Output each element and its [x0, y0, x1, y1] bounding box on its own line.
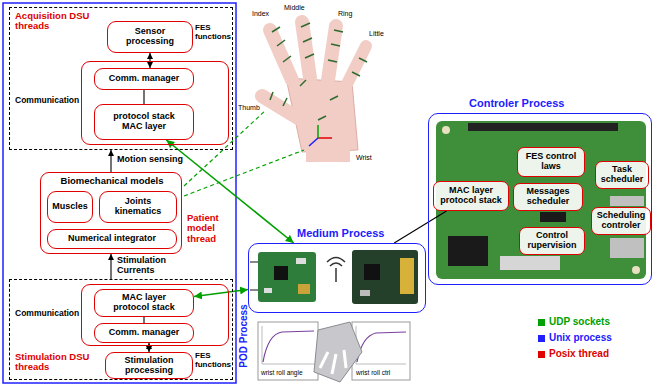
- box-label: Numerical integrator: [68, 234, 156, 244]
- legend-swatch: [538, 335, 545, 342]
- heading-text: Stimulation DSU threads: [15, 352, 99, 373]
- text-area: Control rupervision: [520, 228, 584, 254]
- heading-text: Medium Process: [297, 227, 407, 239]
- group-box: CommunicationMAC layer protocol stackCom…: [81, 284, 229, 346]
- connector-label: Stimulation Currents: [117, 256, 175, 276]
- process-label: POD Process: [238, 296, 252, 376]
- box-label: Stimulation processing: [109, 356, 189, 376]
- controller-photo: [436, 121, 646, 279]
- process-box: Sensor processing: [107, 21, 193, 53]
- process-outline: [3, 3, 236, 383]
- finger-label: Little: [369, 30, 399, 38]
- legend-text: UDP sockets: [549, 316, 649, 327]
- function-label: FES functions: [195, 352, 233, 370]
- box-label: FES control laws: [521, 152, 581, 172]
- text-area: MAC layer protocol stack: [434, 182, 508, 210]
- function-box: Task scheduler: [595, 161, 649, 189]
- box-label: Joints kinematics: [103, 197, 173, 217]
- box-label: protocol stack MAC layer: [108, 112, 180, 132]
- process-region: Medium Process: [248, 243, 426, 313]
- leader-line: [184, 110, 266, 186]
- connector: [394, 211, 446, 243]
- heading-text: Acquisition DSU threads: [15, 11, 99, 32]
- model-box: Biomechanical modelsPatient model thread…: [40, 172, 182, 254]
- function-box: Control rupervision: [519, 227, 585, 255]
- process-box: MAC layer protocol stack: [94, 289, 194, 317]
- box-label: Scheduling controler: [594, 211, 648, 231]
- box-label: Task scheduler: [598, 165, 646, 185]
- heading-text: Communication: [15, 309, 81, 318]
- function-box: Messages scheduler: [513, 183, 583, 211]
- finger-label: Index: [252, 10, 282, 18]
- text-area: Joints kinematics: [100, 192, 176, 222]
- connector-label: Motion sensing: [117, 155, 189, 165]
- box-label: Comm. manager: [109, 74, 180, 84]
- group-box: CommunicationComm. managerprotocol stack…: [81, 61, 229, 145]
- heading-text: Communication: [15, 96, 81, 105]
- connector: [194, 290, 248, 297]
- function-box: FES control laws: [517, 147, 585, 177]
- text-area: Messages scheduler: [514, 184, 582, 210]
- legend-text: Posix thread: [549, 348, 649, 359]
- heading-text: Patient model thread: [187, 213, 235, 244]
- process-box: Numerical integrator: [47, 229, 177, 249]
- function-box: MAC layer protocol stack: [433, 181, 509, 211]
- box-label: Muscles: [52, 202, 88, 212]
- finger-label: Middle: [284, 4, 314, 12]
- box-label: MAC layer protocol stack: [437, 186, 505, 206]
- process-box: Joints kinematics: [99, 191, 177, 223]
- process-box: Muscles: [47, 191, 93, 223]
- connector: [148, 343, 149, 352]
- box-label: MAC layer protocol stack: [108, 293, 180, 313]
- finger-label: Thumb: [238, 104, 268, 112]
- text-area: Numerical integrator: [48, 230, 176, 248]
- box-label: Comm. manager: [109, 328, 180, 338]
- plot-label: wrist roll ctrl: [356, 369, 408, 376]
- text-area: Stimulation processing: [106, 353, 192, 378]
- hand-illustration: [262, 22, 367, 162]
- plot-label: wrist roll angle: [261, 369, 317, 376]
- leader-line: [184, 150, 304, 196]
- function-box: Scheduling controler: [591, 207, 651, 235]
- process-box: Comm. manager: [94, 323, 194, 343]
- text-area: Scheduling controler: [592, 208, 650, 234]
- text-area: Sensor processing: [108, 22, 192, 52]
- heading-text: Controler Process: [469, 97, 599, 109]
- text-area: MAC layer protocol stack: [95, 290, 193, 316]
- text-area: Muscles: [48, 192, 92, 222]
- process-box: protocol stack MAC layer: [94, 104, 194, 140]
- text-area: Task scheduler: [596, 162, 648, 188]
- box-label: Control rupervision: [522, 231, 582, 251]
- text-area: Comm. manager: [95, 324, 193, 342]
- heading-text: Biomechanical models: [41, 176, 183, 186]
- legend-swatch: [538, 351, 545, 358]
- box-label: Messages scheduler: [517, 187, 579, 207]
- connector: [110, 150, 111, 172]
- legend-text: Unix process: [549, 332, 649, 343]
- legend-swatch: [538, 319, 545, 326]
- joint-label: Wrist: [356, 154, 386, 162]
- text-area: FES control laws: [518, 148, 584, 176]
- process-box: Comm. manager: [94, 68, 194, 90]
- text-area: protocol stack MAC layer: [95, 105, 193, 139]
- process-box: Stimulation processing: [105, 352, 193, 379]
- connector: [143, 90, 144, 104]
- box-label: Sensor processing: [111, 27, 189, 47]
- medium-photo: [250, 250, 418, 304]
- text-area: Comm. manager: [95, 69, 193, 89]
- function-label: FES functions: [195, 24, 233, 42]
- finger-label: Ring: [338, 10, 368, 18]
- connector: [166, 140, 293, 243]
- process-region: Controler ProcessFES control lawsTask sc…: [428, 113, 652, 285]
- pod-illustration: [258, 322, 410, 382]
- connector: [110, 254, 111, 279]
